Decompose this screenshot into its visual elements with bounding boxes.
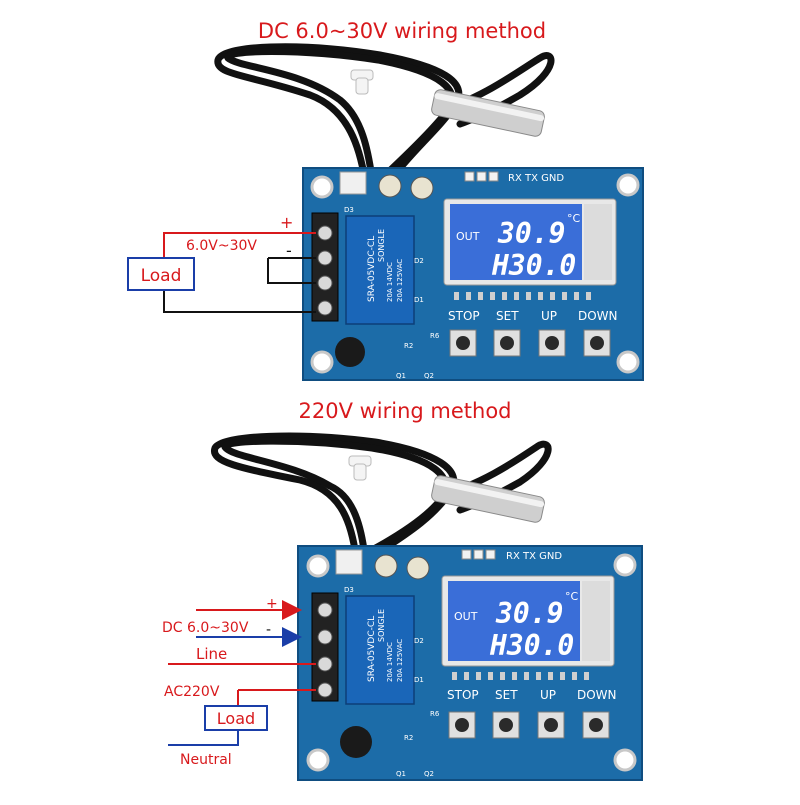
negative-label: -: [286, 241, 292, 260]
stop-label: STOP: [448, 309, 480, 323]
component-label-r6: R6: [430, 332, 440, 340]
down-label: DOWN: [577, 688, 617, 702]
component-label-d1: D1: [414, 296, 424, 304]
dc-wiring-lines: [163, 232, 316, 313]
push-buttons: [448, 711, 610, 739]
component-label-q2: Q2: [424, 770, 434, 778]
component-label-q2: Q2: [424, 372, 434, 380]
thermostat-board: RX TX GND SRA-05VDC-CL 20A 14VDC 20A 125…: [302, 167, 644, 381]
component-label-q1: Q1: [396, 372, 406, 380]
dc-wiring-diagram: DC 6.0~30V wiring method RX TX GND: [127, 19, 644, 381]
set-label: SET: [495, 688, 518, 702]
serial-header-label: RX TX GND: [508, 173, 564, 184]
lcd-unit: °C: [567, 212, 581, 225]
panel-title: 220V wiring method: [298, 400, 511, 423]
lcd-setpoint: H30.0: [489, 629, 574, 662]
steel-probe: [431, 89, 545, 137]
relay-rating-ac: 20A 125VAC: [396, 259, 404, 302]
load-label: Load: [141, 266, 182, 286]
component-label-d2: D2: [414, 637, 424, 645]
panel-title: DC 6.0~30V wiring method: [258, 19, 546, 43]
push-buttons: [449, 329, 611, 357]
dc-voltage-label: DC 6.0~30V: [162, 620, 249, 636]
relay-rating-dc: 20A 14VDC: [386, 262, 394, 302]
lcd-temperature: 30.9: [497, 217, 565, 250]
relay-rating-ac: 20A 125VAC: [396, 639, 404, 682]
serial-header-label: RX TX GND: [506, 551, 562, 562]
positive-label: +: [280, 213, 293, 232]
steel-probe: [431, 475, 545, 523]
component-label-d2: D2: [414, 257, 424, 265]
down-label: DOWN: [578, 309, 618, 323]
thermostat-board: RX TX GND SRA-05VDC-CL 20A 14VDC 20A 125…: [297, 545, 643, 781]
load-box: [127, 257, 195, 291]
lcd-temperature: 30.9: [495, 597, 563, 630]
zip-tie: [348, 455, 372, 481]
ac-voltage-label: AC220V: [164, 684, 220, 700]
component-label-r2: R2: [404, 342, 413, 350]
stop-label: STOP: [447, 688, 479, 702]
component-label-d3: D3: [344, 206, 354, 214]
component-label-q1: Q1: [396, 770, 406, 778]
up-label: UP: [541, 309, 557, 323]
up-label: UP: [540, 688, 556, 702]
zip-tie: [350, 69, 374, 95]
line-label: Line: [196, 645, 227, 663]
ac-wiring-diagram: 220V wiring method RX TX GND SRA-05VD: [162, 399, 643, 781]
relay-model: SRA-05VDC-CL: [367, 236, 377, 302]
component-label-d1: D1: [414, 676, 424, 684]
set-label: SET: [496, 309, 519, 323]
lcd-setpoint: H30.0: [491, 249, 576, 282]
lcd-out-indicator: OUT: [456, 230, 480, 243]
neutral-label: Neutral: [180, 752, 232, 768]
lcd-unit: °C: [565, 590, 579, 603]
relay-rating-dc: 20A 14VDC: [386, 642, 394, 682]
dc-wiring-panel: DC 6.0~30V wiring method RX TX GND: [0, 0, 800, 400]
ac-wiring-panel: 220V wiring method RX TX GND SRA-05VD: [0, 399, 800, 800]
load-label: Load: [217, 709, 255, 728]
voltage-label: 6.0V~30V: [186, 238, 257, 254]
lcd-out-indicator: OUT: [454, 610, 478, 623]
component-label-r6: R6: [430, 710, 440, 718]
relay-brand: SONGLE: [377, 609, 386, 642]
component-label-d3: D3: [344, 586, 354, 594]
relay-model: SRA-05VDC-CL: [367, 616, 377, 682]
positive-label: +: [266, 596, 278, 612]
load-box: [204, 705, 268, 731]
relay-brand: SONGLE: [377, 229, 386, 262]
ac-wiring-lines: [168, 600, 316, 746]
component-label-r2: R2: [404, 734, 413, 742]
negative-label: -: [266, 622, 271, 638]
